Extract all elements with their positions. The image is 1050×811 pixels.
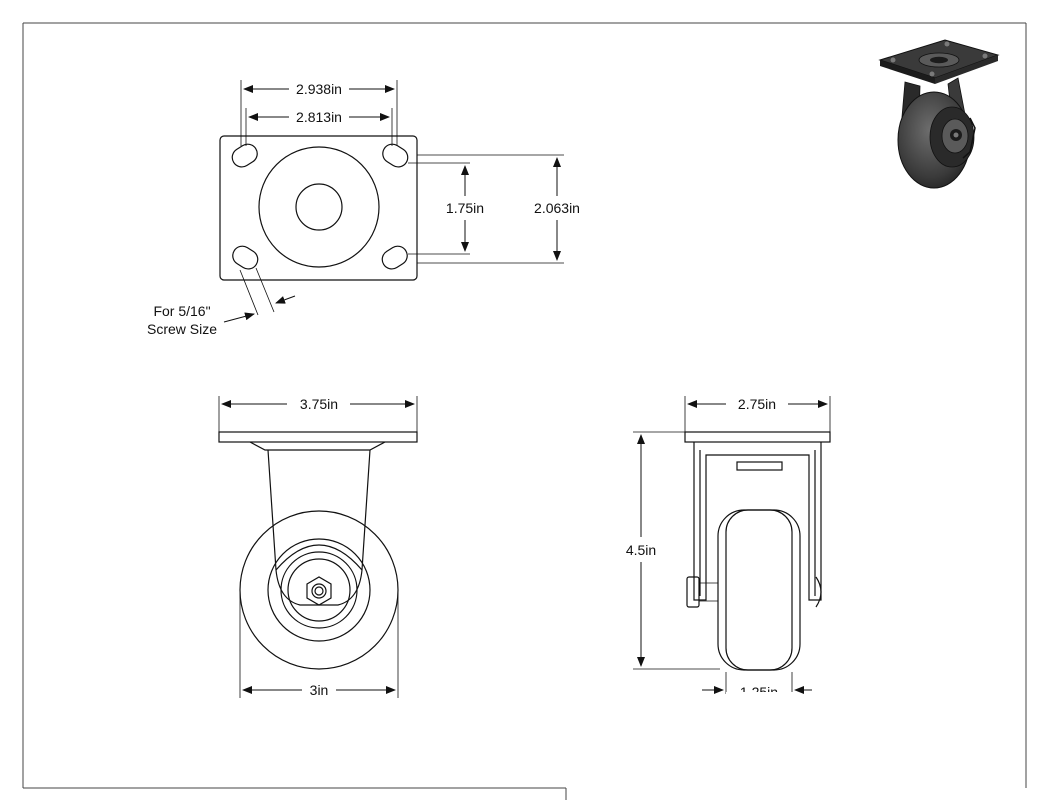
dim-label-375: 3.75in <box>300 396 338 412</box>
isometric-caster-view <box>878 39 1000 189</box>
axle-nut-side <box>686 576 700 608</box>
mounting-slot-holes <box>231 143 409 270</box>
dim-side-plate-width: 2.75in <box>684 396 831 432</box>
dim-top-width-inner: 2.813in <box>245 108 393 146</box>
side-fork-outer <box>693 442 822 601</box>
dim-label-2063: 2.063in <box>534 200 580 216</box>
dim-label-2813: 2.813in <box>296 109 342 125</box>
top-plate <box>219 135 418 281</box>
dim-label-3: 3in <box>310 682 329 698</box>
dim-label-45: 4.5in <box>626 542 656 558</box>
top-view: 2.938in 2.813in 1.75in 2.063in <box>147 80 580 337</box>
screw-note-line2: Screw Size <box>147 321 217 337</box>
front-fork <box>267 449 371 606</box>
screw-size-note: For 5/16" Screw Size <box>147 267 296 337</box>
front-wheel-hub <box>267 538 371 642</box>
drawing-frame <box>22 22 1027 800</box>
front-wheel-tread <box>239 510 399 670</box>
front-plate <box>218 431 418 443</box>
dim-wheel-width: 1.25in <box>702 672 812 704</box>
front-view: 3.75in 3in <box>218 396 418 698</box>
screw-note-line1: For 5/16" <box>153 303 210 319</box>
kingpin-hole <box>295 183 343 231</box>
side-wheel <box>717 509 801 671</box>
dim-wheel-diameter: 3in <box>239 590 399 698</box>
dim-label-275: 2.75in <box>738 396 776 412</box>
side-view: 2.75in 4.5in 1.25in <box>626 396 831 704</box>
side-plate <box>684 431 831 443</box>
dim-front-plate-width: 3.75in <box>218 396 418 432</box>
axle-nut <box>306 576 332 606</box>
dim-top-width-outer: 2.938in <box>240 80 398 146</box>
dim-hole-spacing: 1.75in <box>408 162 484 255</box>
dim-overall-height: 4.5in <box>626 431 720 670</box>
dim-plate-height: 2.063in <box>417 154 580 264</box>
dim-label-175: 1.75in <box>446 200 484 216</box>
raceway-circle <box>258 146 380 268</box>
dim-label-2938: 2.938in <box>296 81 342 97</box>
